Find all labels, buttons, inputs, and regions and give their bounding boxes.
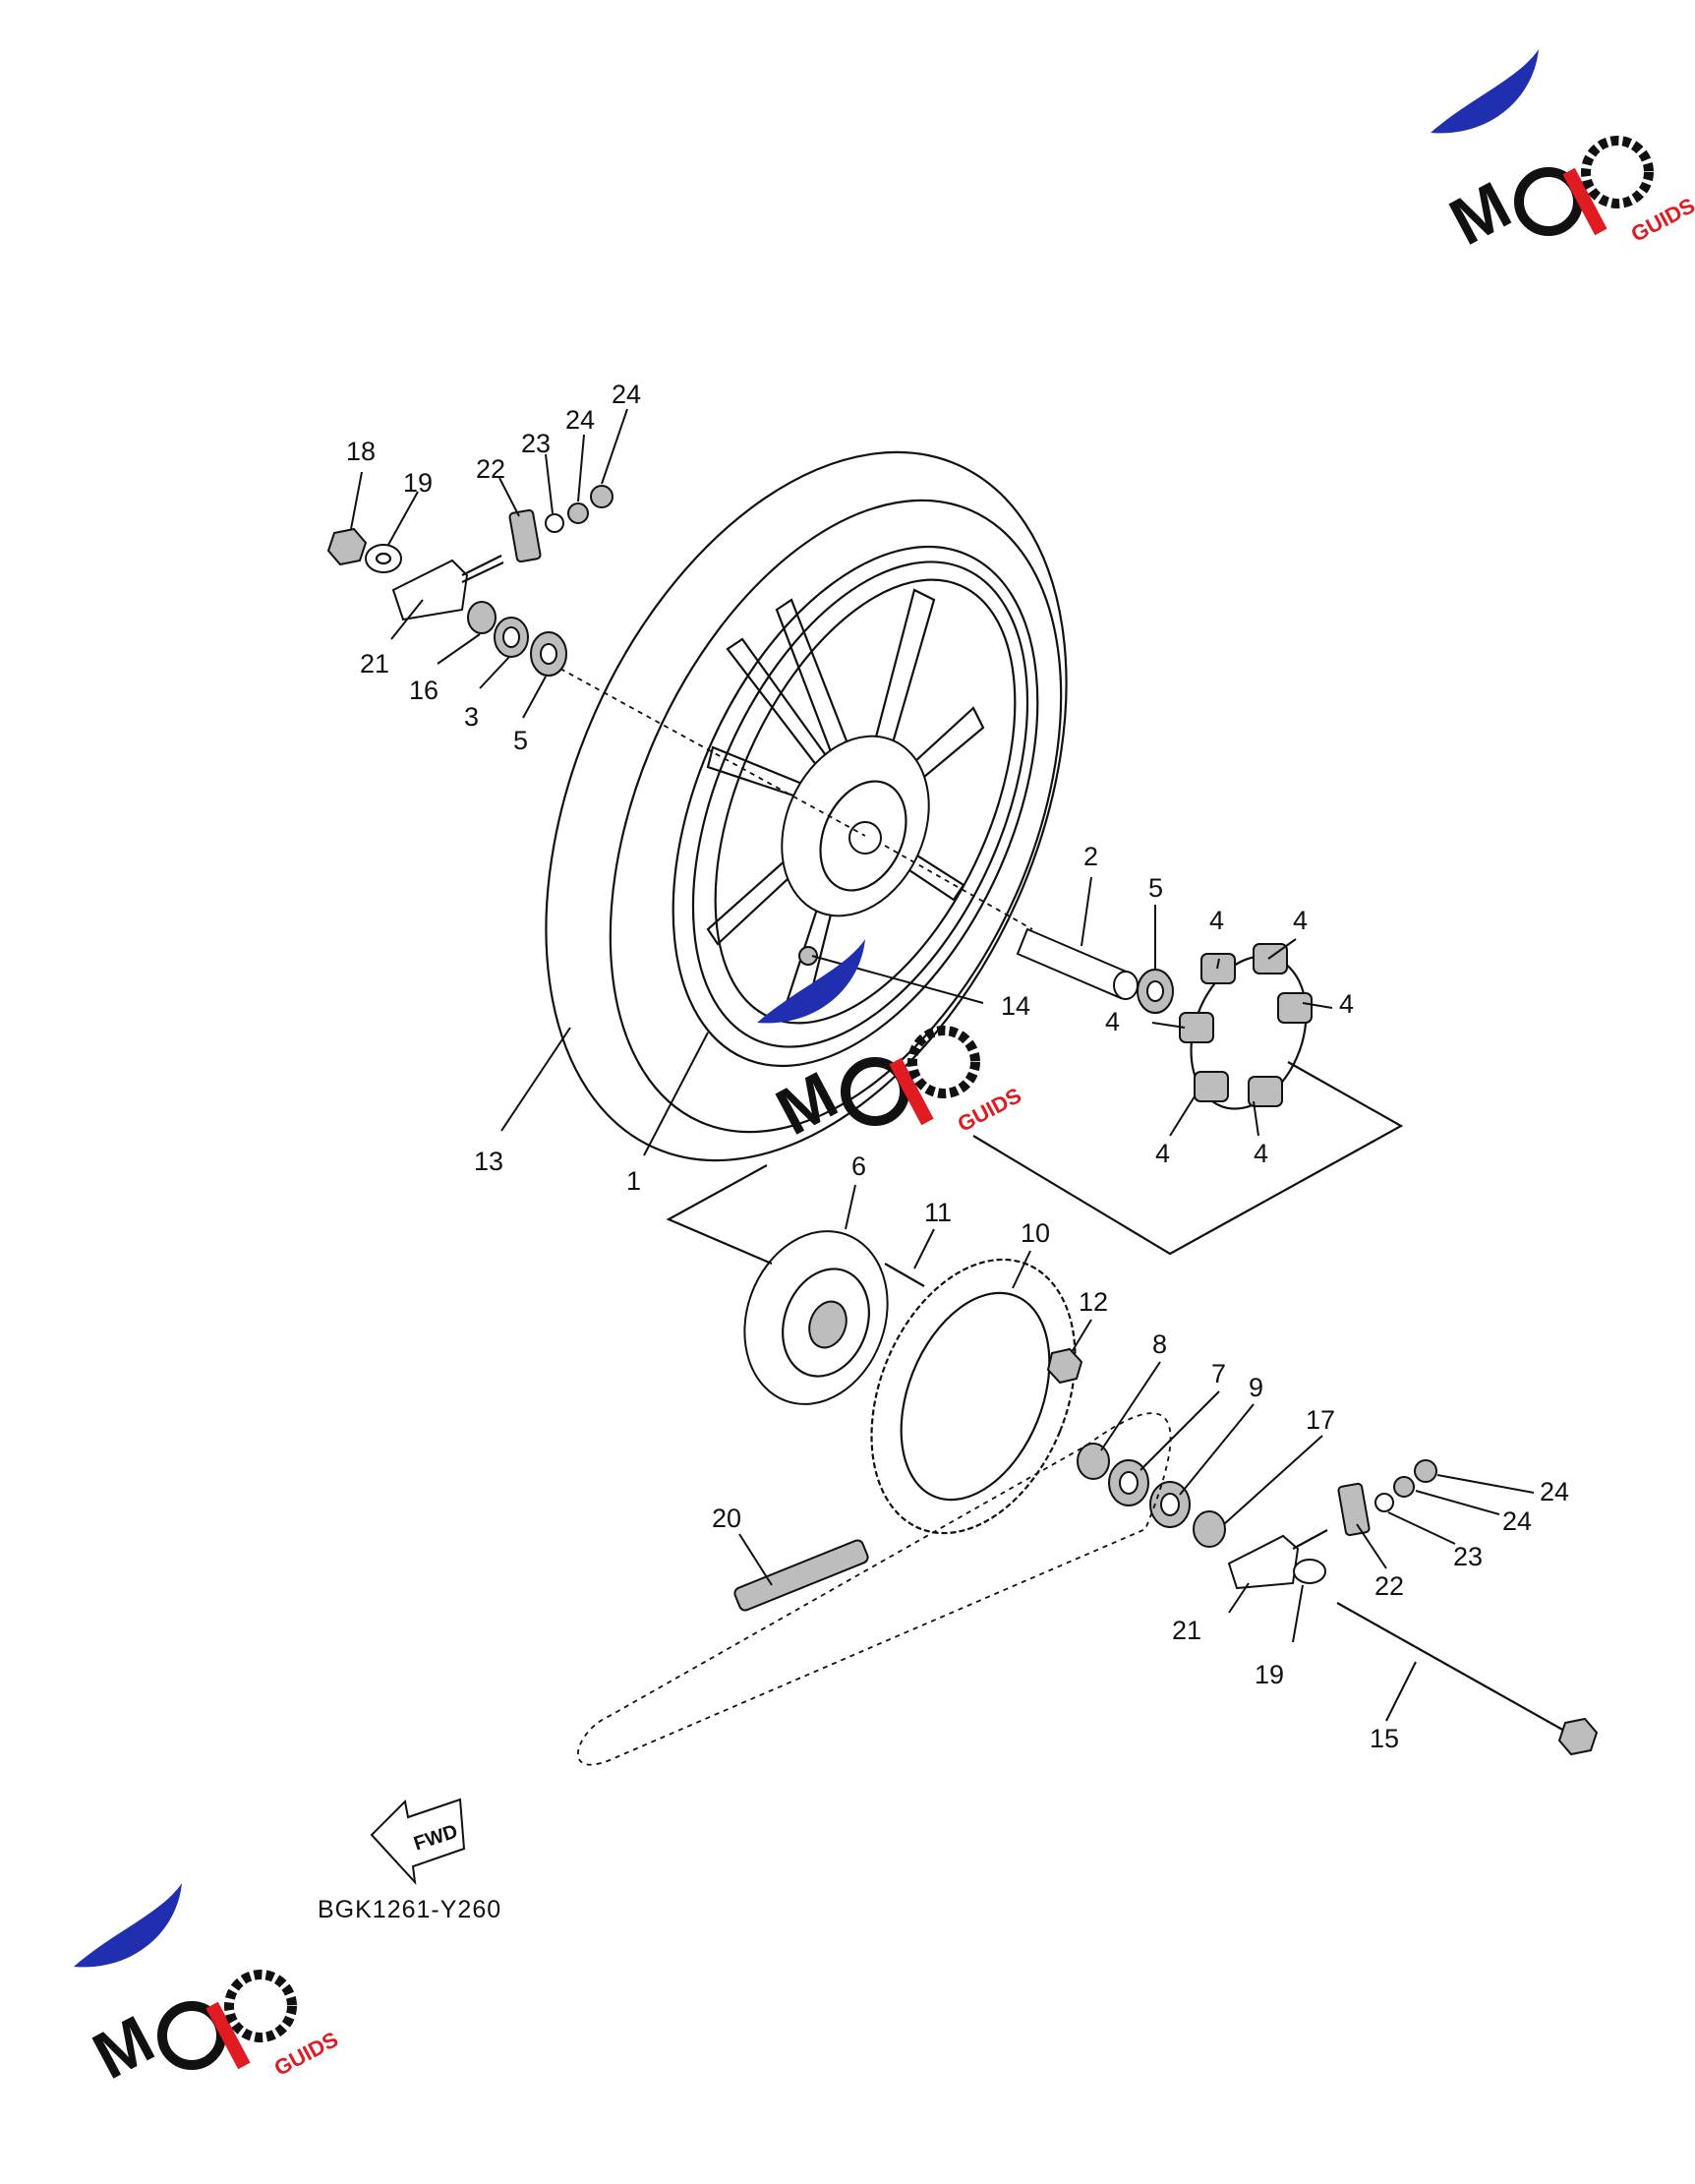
stud-bolt: [884, 1263, 925, 1287]
callout-5: 5: [513, 726, 528, 755]
callout-4: 4: [1293, 906, 1308, 935]
callout-4: 4: [1254, 1139, 1268, 1168]
callout-1: 1: [626, 1166, 641, 1196]
diagram-code: BGK1261-Y260: [318, 1896, 501, 1923]
moto-guids-logo-bottom-left: M GUIDS: [74, 1883, 342, 2094]
callout-13: 13: [474, 1147, 503, 1176]
callout-17: 17: [1306, 1405, 1335, 1435]
svg-text:M: M: [1438, 167, 1523, 260]
forward-arrow-icon: FWD: [370, 1798, 466, 1885]
callout-21: 21: [1172, 1616, 1201, 1645]
callout-22: 22: [476, 454, 505, 484]
callout-23: 23: [521, 429, 551, 458]
callout-24: 24: [1502, 1506, 1532, 1536]
callout-10: 10: [1021, 1218, 1050, 1248]
callout-9: 9: [1249, 1373, 1263, 1402]
callout-19: 19: [403, 468, 433, 498]
callout-6: 6: [851, 1151, 866, 1181]
collar-8: [1077, 1443, 1110, 1480]
leader-lines: [350, 408, 1535, 1722]
callout-3: 3: [464, 702, 479, 732]
rim: [672, 545, 1039, 1068]
callout-7: 7: [1211, 1359, 1226, 1388]
moto-guids-logo-top-right: M GUIDS: [1431, 49, 1695, 260]
drive-chain: [576, 1412, 1172, 1766]
svg-text:M: M: [82, 2001, 166, 2094]
sprocket-hub: [743, 1230, 889, 1405]
callout-15: 15: [1370, 1724, 1399, 1753]
callout-4: 4: [1155, 1139, 1170, 1168]
sprocket-nut: [1046, 1347, 1083, 1385]
callout-5: 5: [1148, 873, 1163, 903]
callout-20: 20: [712, 1504, 741, 1533]
callout-16: 16: [409, 676, 438, 705]
callout-18: 18: [346, 437, 376, 466]
valve-stem: [798, 946, 818, 966]
collar-17: [1193, 1510, 1226, 1548]
bearing-right: [1137, 969, 1174, 1014]
callout-4: 4: [1339, 989, 1354, 1019]
callout-2: 2: [1083, 842, 1098, 871]
callout-19: 19: [1255, 1660, 1284, 1689]
callout-22: 22: [1374, 1571, 1404, 1601]
callout-24: 24: [1540, 1477, 1569, 1506]
callout-24: 24: [612, 380, 641, 409]
callout-11: 11: [924, 1198, 952, 1227]
callout-12: 12: [1079, 1287, 1108, 1317]
right-hardware: [1227, 1459, 1599, 1756]
callout-4: 4: [1209, 906, 1224, 935]
tire-outline: [545, 450, 1068, 1162]
callout-23: 23: [1453, 1542, 1483, 1571]
callout-21: 21: [360, 649, 389, 679]
callout-8: 8: [1152, 1329, 1167, 1359]
callout-labels: 18 19 22 23 24 24 21 16 3 5 2 5 4 4 4 4 …: [346, 380, 1569, 1753]
callout-14: 14: [1001, 991, 1030, 1021]
callout-4: 4: [1105, 1007, 1120, 1036]
left-hardware: [326, 485, 614, 677]
callout-24: 24: [565, 405, 595, 435]
svg-text:M: M: [765, 1057, 849, 1150]
driven-sprocket: [870, 1258, 1077, 1535]
collar-part: [1016, 927, 1139, 1000]
